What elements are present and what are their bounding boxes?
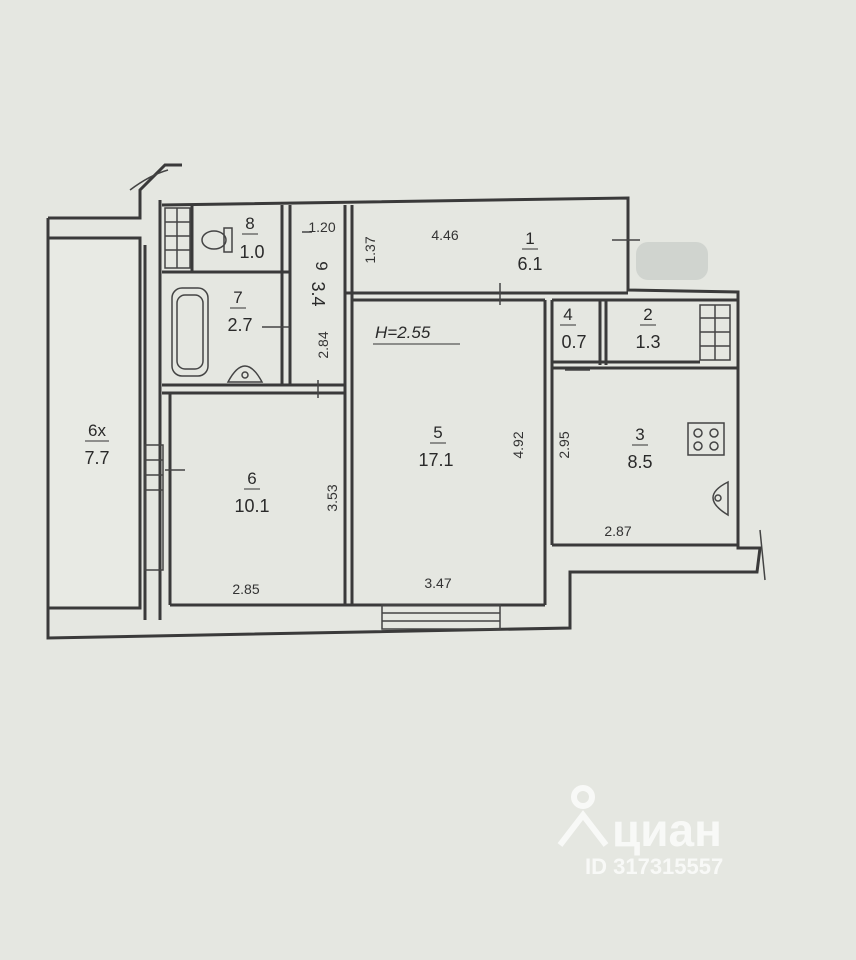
dimensions: 1.20 1.37 4.46 2.84 4.92 2.95 3.53 2.87 … xyxy=(232,219,631,597)
dimension-label: 4.92 xyxy=(510,431,526,458)
dimension-label: 3.53 xyxy=(324,484,340,511)
room-number: 7 xyxy=(233,288,242,307)
room-9: 9 3.4 xyxy=(308,261,331,306)
room-number: 9 xyxy=(312,261,331,270)
room-1: 1 6.1 xyxy=(517,229,542,274)
room-number: 4 xyxy=(563,305,572,324)
room-area: 1.3 xyxy=(635,332,660,352)
room-4: 4 0.7 xyxy=(560,305,587,352)
ceiling-height-label: H=2.55 xyxy=(375,323,431,342)
dimension-label: 4.46 xyxy=(431,227,458,243)
watermark: циан ID 317315557 xyxy=(557,785,723,879)
room-area: 0.7 xyxy=(561,332,586,352)
room-6: 6 10.1 xyxy=(234,469,269,516)
room-number: 2 xyxy=(643,305,652,324)
room-8: 8 1.0 xyxy=(239,214,264,262)
dimension-label: 2.95 xyxy=(556,431,572,458)
room-area: 10.1 xyxy=(234,496,269,516)
room-3: 3 8.5 xyxy=(627,425,652,472)
room-area: 17.1 xyxy=(418,450,453,470)
fixtures xyxy=(129,169,766,630)
room-area: 8.5 xyxy=(627,452,652,472)
room-5: 5 17.1 xyxy=(418,423,453,470)
watermark-brand: циан xyxy=(612,804,722,856)
room-area: 3.4 xyxy=(308,281,328,306)
balcony-door xyxy=(144,444,164,571)
sink-icon xyxy=(226,365,264,383)
dimension-label: 2.84 xyxy=(315,331,331,358)
room-number: 8 xyxy=(245,214,254,233)
room-number: 6 xyxy=(247,469,256,488)
bathtub-icon xyxy=(171,287,209,377)
window xyxy=(381,604,501,630)
watermark-id: ID 317315557 xyxy=(585,854,723,879)
room-6x: 6x 7.7 xyxy=(84,421,109,468)
kitchen-sink-icon xyxy=(712,480,729,517)
loggia-wall xyxy=(46,236,142,610)
toilet-icon xyxy=(201,227,233,253)
blur-patch xyxy=(636,242,708,280)
outer-wall-main xyxy=(46,196,762,640)
outer-wall xyxy=(48,163,182,220)
location-pin-icon xyxy=(557,785,609,847)
dimension-label: 1.20 xyxy=(308,219,335,235)
room-area: 2.7 xyxy=(227,315,252,335)
room-number: 1 xyxy=(525,229,534,248)
room-number: 6x xyxy=(88,421,106,440)
room-area: 6.1 xyxy=(517,254,542,274)
dimension-label: 2.85 xyxy=(232,581,259,597)
dimension-label: 2.87 xyxy=(604,523,631,539)
room-7: 7 2.7 xyxy=(227,288,252,335)
room-area: 7.7 xyxy=(84,448,109,468)
room-2: 2 1.3 xyxy=(635,305,660,352)
stove-icon xyxy=(687,422,725,456)
dimension-label: 3.47 xyxy=(424,575,451,591)
room-number: 3 xyxy=(635,425,644,444)
room-area: 1.0 xyxy=(239,242,264,262)
room-number: 5 xyxy=(433,423,442,442)
dimension-label: 1.37 xyxy=(362,236,378,263)
walls xyxy=(46,163,762,640)
